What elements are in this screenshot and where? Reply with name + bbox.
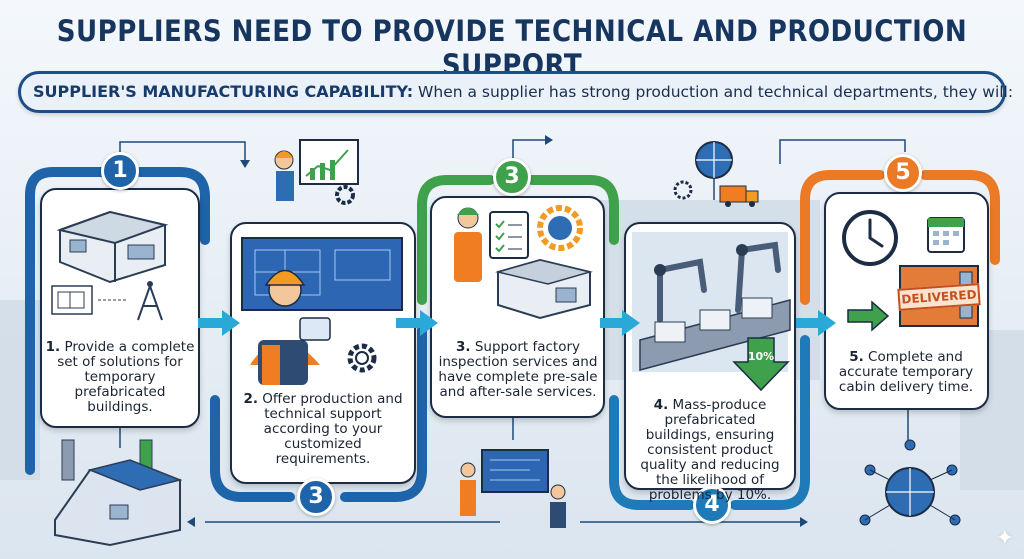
robot-arm-icon [657,241,781,323]
banner-text: When a supplier has strong production an… [418,83,1014,101]
factory-icon [54,439,183,547]
computer-icon [460,449,566,528]
step-badge-4: 4 [693,486,731,524]
capability-banner: SUPPLIER'S MANUFACTURING CAPABILITY: Whe… [18,71,1013,113]
delivery-arrow-icon [847,300,890,332]
step-text-2: 2. Offer production and technical suppor… [243,391,403,467]
cabin-icon [56,210,169,284]
step-text-4: 4. Mass-produce prefabricated buildings,… [640,397,780,503]
clipboard-icon [489,211,529,259]
step-badge-3: 3 [493,158,531,196]
network-icon [673,141,733,200]
blueprint-icon [51,281,163,321]
sparkle-icon: ✦ [995,526,1014,551]
gear-icon [347,343,377,373]
step-badge-1: 1 [101,152,139,190]
flow-arrows [198,310,836,336]
calendar-icon [927,217,965,253]
truck-icon [719,185,759,207]
step-text-5: 5. Complete and accurate temporary cabin… [838,349,974,395]
engineer-icon [250,269,331,385]
step-text-3: 3. Support factory inspection services a… [438,339,598,400]
globe-network-icon [859,439,961,526]
percent-arrow-icon [732,337,790,392]
step-badge-5: 5 [884,154,922,192]
step-badge-2: 3 [297,478,335,516]
banner-label: SUPPLIER'S MANUFACTURING CAPABILITY: [33,82,414,101]
clock-icon [842,210,898,266]
globe-icon [537,205,583,251]
percent-tag: 10% [747,350,775,363]
inspector-icon [454,207,482,282]
step-text-1: 1. Provide a complete set of solutions f… [45,339,195,415]
conveyor-icon [639,297,791,371]
chart-icon [274,139,359,205]
